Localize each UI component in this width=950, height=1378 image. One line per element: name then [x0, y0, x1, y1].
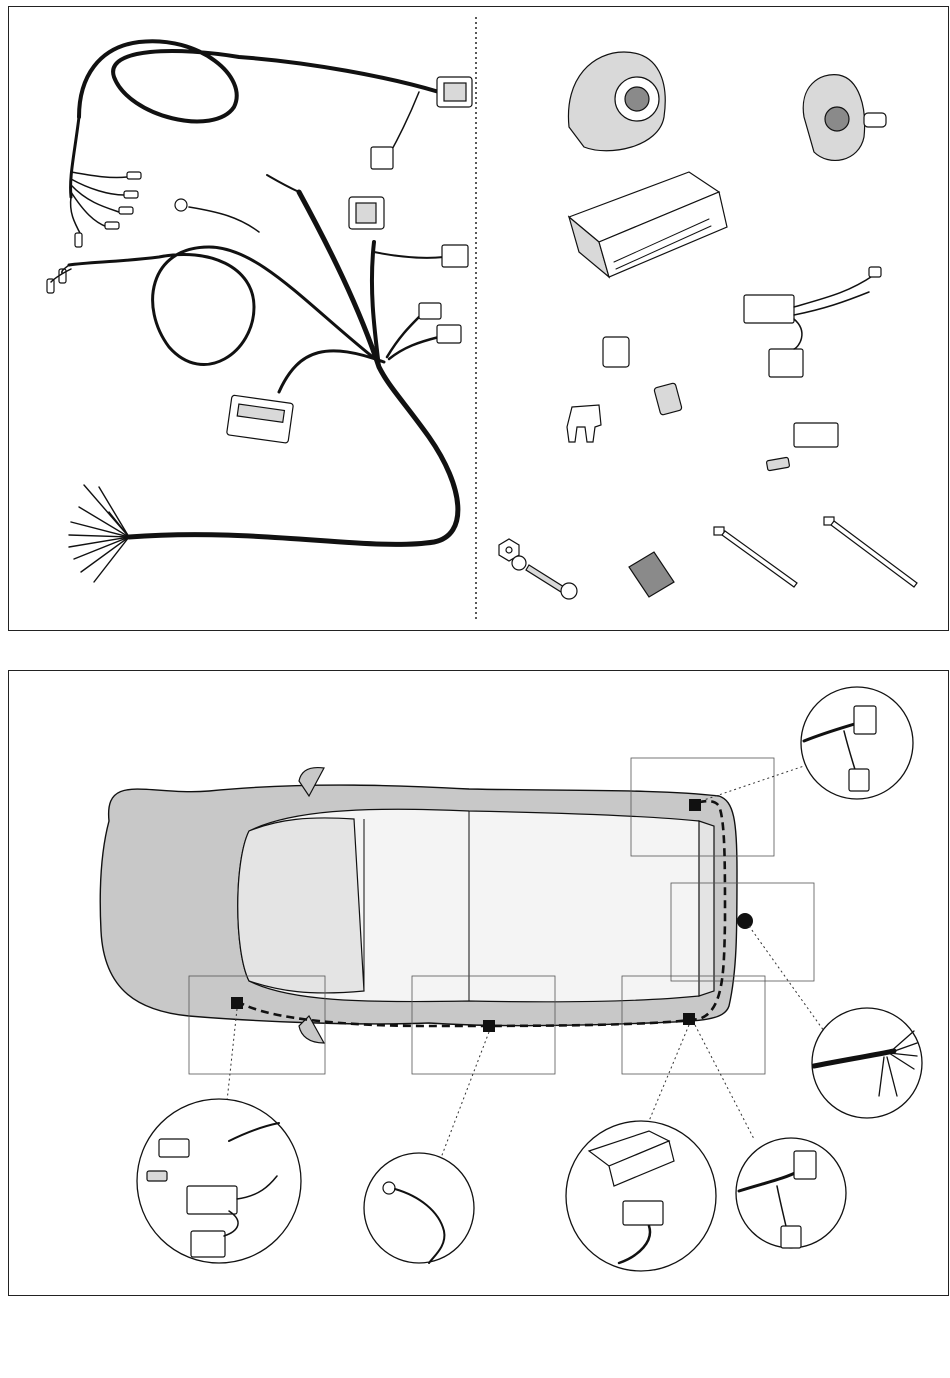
loom-plug-white [349, 197, 384, 229]
socket-tail-fan [69, 485, 129, 582]
branch-cable [267, 175, 299, 192]
leader-line [701, 766, 804, 801]
loom-plug-small [371, 147, 393, 169]
loom-plug-top [437, 77, 472, 107]
branch-cable [374, 252, 444, 258]
towbar-socket [737, 913, 753, 929]
leader-line [649, 1025, 689, 1121]
leader-line [439, 1032, 489, 1163]
leader-line [695, 1025, 754, 1139]
lamp-lead [71, 192, 107, 227]
branch-cable-loop [69, 247, 379, 365]
connector-housing [766, 423, 838, 471]
top-loop-cable [79, 41, 439, 121]
lamp-connector-pair [419, 303, 461, 343]
rear-window [699, 821, 714, 996]
velcro-pad [629, 552, 674, 597]
adapter-plug [744, 267, 881, 377]
car-top-view [100, 768, 753, 1043]
relay-plug [603, 337, 629, 367]
leader-line [227, 1009, 237, 1101]
branch-cable [389, 337, 439, 359]
callout-rear-light-connector [801, 687, 913, 799]
cable-tie [714, 527, 797, 587]
branch-cable [387, 315, 421, 357]
connection-marker [483, 1020, 495, 1032]
connection-marker [683, 1013, 695, 1025]
blade-fuse [567, 405, 601, 442]
branch-cable [189, 207, 259, 232]
callout-front-connectors [137, 1099, 301, 1263]
callout-side-light-connector [736, 1138, 846, 1248]
earth-ring-terminal [175, 199, 187, 211]
lamp-lead [71, 197, 81, 235]
cable-tie [824, 517, 917, 587]
connection-marker [689, 799, 701, 811]
bolt-nut-washer [499, 539, 577, 599]
socket-gasket [803, 75, 886, 161]
control-module [569, 172, 727, 277]
wiring-harness [47, 41, 472, 582]
module-plug [227, 395, 294, 443]
fuse-holder [654, 383, 682, 416]
loom-plug-side [442, 245, 468, 267]
callout-control-module [566, 1121, 716, 1271]
lamp-lead [389, 92, 419, 155]
socket-cover [568, 52, 665, 151]
kit-contents-drawing [9, 7, 950, 632]
windscreen [238, 818, 364, 993]
branch-cable [279, 351, 384, 392]
installation-drawing [9, 671, 950, 1297]
kit-contents-panel [8, 6, 949, 631]
leader-line [749, 926, 824, 1031]
lamp-lead [71, 172, 127, 178]
installation-panel [8, 670, 949, 1296]
callout-earth-point [364, 1153, 474, 1263]
connection-marker [231, 997, 243, 1009]
callout-towbar-socket-cable [812, 1008, 922, 1118]
